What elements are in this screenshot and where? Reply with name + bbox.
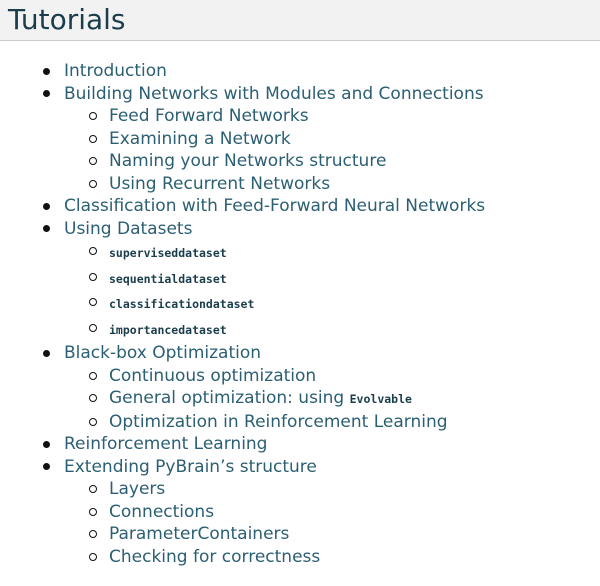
- toc-subitem: superviseddataset: [64, 240, 600, 266]
- circle-bullet-icon: [89, 552, 97, 561]
- circle-bullet-icon: [89, 371, 97, 380]
- toc-subitem: Connections: [64, 501, 600, 524]
- circle-bullet-icon: [89, 179, 97, 188]
- tutorials-toc: Introduction Building Networks with Modu…: [0, 60, 600, 568]
- toc-subitem: sequentialdataset: [64, 266, 600, 292]
- link-blackbox-optimization[interactable]: Black-box Optimization: [64, 343, 262, 363]
- toc-subitem: General optimization: using Evolvable: [64, 387, 600, 411]
- toc-subitem: Optimization in Reinforcement Learning: [64, 411, 600, 434]
- link-building-networks[interactable]: Building Networks with Modules and Conne…: [64, 83, 484, 104]
- toc-item-blackbox-optimization: Black-box Optimization Continuous optimi…: [0, 342, 600, 433]
- toc-subitem: Using Recurrent Networks: [64, 173, 600, 196]
- toc-subitem: classificationdataset: [64, 291, 600, 317]
- sub-list-using-datasets: superviseddataset sequentialdataset clas…: [64, 240, 600, 342]
- link-extending-pybrain[interactable]: Extending PyBrain’s structure: [64, 456, 317, 477]
- link-checking-for-correctness[interactable]: Checking for correctness: [109, 546, 321, 567]
- page-title: Tutorials: [8, 3, 126, 36]
- toc-subitem: Naming your Networks structure: [64, 150, 600, 173]
- link-using-datasets[interactable]: Using Datasets: [64, 218, 193, 239]
- link-introduction[interactable]: Introduction: [64, 61, 167, 81]
- circle-bullet-icon: [89, 247, 97, 255]
- link-reinforcement-learning[interactable]: Reinforcement Learning: [64, 434, 268, 454]
- link-sequentialdataset[interactable]: sequentialdataset: [109, 271, 227, 286]
- link-classificationdataset[interactable]: classificationdataset: [109, 297, 255, 311]
- disc-bullet-icon: [43, 349, 50, 357]
- link-general-optimization[interactable]: General optimization: using Evolvable: [109, 388, 412, 408]
- disc-bullet-icon: [43, 202, 50, 210]
- toc-item-classification: Classification with Feed-Forward Neural …: [0, 195, 600, 218]
- toc-subitem: importancedataset: [64, 317, 600, 343]
- circle-bullet-icon: [89, 417, 97, 426]
- link-importancedataset[interactable]: importancedataset: [109, 322, 227, 337]
- toc-item-building-networks: Building Networks with Modules and Conne…: [0, 83, 600, 196]
- toc-item-introduction: Introduction: [0, 60, 600, 83]
- link-layers[interactable]: Layers: [109, 479, 166, 499]
- disc-bullet-icon: [43, 225, 50, 232]
- toc-subitem: Layers: [64, 478, 600, 501]
- disc-bullet-icon: [43, 67, 50, 75]
- circle-bullet-icon: [89, 298, 97, 306]
- disc-bullet-icon: [43, 463, 50, 470]
- circle-bullet-icon: [89, 157, 97, 165]
- toc-subitem: Checking for correctness: [64, 546, 600, 569]
- circle-bullet-icon: [89, 507, 97, 516]
- link-superviseddataset[interactable]: superviseddataset: [109, 246, 227, 260]
- circle-bullet-icon: [89, 394, 97, 402]
- toc-item-using-datasets: Using Datasets superviseddataset sequent…: [0, 218, 600, 343]
- link-examining-a-network[interactable]: Examining a Network: [109, 128, 291, 149]
- disc-bullet-icon: [43, 440, 50, 448]
- link-connections[interactable]: Connections: [109, 501, 215, 522]
- link-classification[interactable]: Classification with Feed-Forward Neural …: [64, 196, 486, 216]
- evolvable-code: Evolvable: [349, 392, 412, 406]
- page-header: Tutorials: [0, 0, 600, 41]
- circle-bullet-icon: [89, 272, 97, 281]
- link-feed-forward-networks[interactable]: Feed Forward Networks: [109, 106, 309, 126]
- circle-bullet-icon: [89, 134, 97, 143]
- circle-bullet-icon: [89, 323, 97, 332]
- sub-list-blackbox: Continuous optimization General optimiza…: [64, 365, 600, 434]
- disc-bullet-icon: [43, 90, 50, 97]
- toc-list: Introduction Building Networks with Modu…: [0, 60, 600, 568]
- circle-bullet-icon: [89, 112, 97, 120]
- sub-list-extending: Layers Connections ParameterContainers C…: [64, 478, 600, 568]
- circle-bullet-icon: [89, 530, 97, 538]
- link-naming-networks-structure[interactable]: Naming your Networks structure: [109, 151, 387, 171]
- toc-subitem: ParameterContainers: [64, 523, 600, 546]
- link-continuous-optimization[interactable]: Continuous optimization: [109, 365, 317, 386]
- toc-item-extending-pybrain: Extending PyBrain’s structure Layers Con…: [0, 456, 600, 569]
- link-parametercontainers[interactable]: ParameterContainers: [109, 524, 290, 544]
- general-optimization-text: General optimization: using: [109, 388, 350, 408]
- link-optimization-in-rl[interactable]: Optimization in Reinforcement Learning: [109, 411, 448, 432]
- toc-subitem: Feed Forward Networks: [64, 105, 600, 128]
- toc-item-reinforcement-learning: Reinforcement Learning: [0, 433, 600, 456]
- toc-subitem: Examining a Network: [64, 128, 600, 151]
- sub-list-building-networks: Feed Forward Networks Examining a Networ…: [64, 105, 600, 195]
- link-using-recurrent-networks[interactable]: Using Recurrent Networks: [109, 173, 331, 194]
- circle-bullet-icon: [89, 485, 97, 493]
- toc-subitem: Continuous optimization: [64, 365, 600, 388]
